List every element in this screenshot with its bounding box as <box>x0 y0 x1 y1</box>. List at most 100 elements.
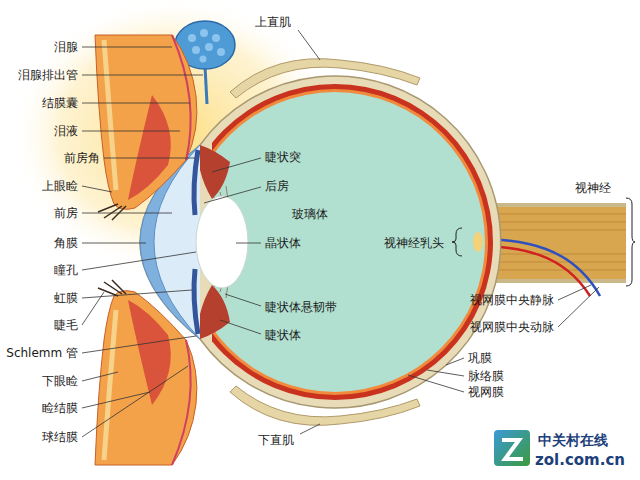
lower-eyelid <box>98 280 126 296</box>
iris <box>194 269 198 334</box>
part-label: 巩膜 <box>468 351 492 365</box>
leader-lines <box>220 320 261 334</box>
part-label: 瞳孔 <box>54 263 78 277</box>
part-label: 睫状突 <box>265 150 301 164</box>
part-label: 前房角 <box>64 151 100 165</box>
part-label: 球结膜 <box>42 430 78 444</box>
leader-lines <box>558 285 591 300</box>
part-label: 睑结膜 <box>42 401 78 415</box>
leader-lines <box>558 287 599 327</box>
leader-lines <box>446 358 464 365</box>
part-label: 虹膜 <box>54 291 78 305</box>
leader-lines <box>82 392 150 408</box>
leader-lines <box>298 30 320 60</box>
superior-rectus <box>230 59 420 98</box>
leader-lines <box>82 30 599 437</box>
leader-lines <box>82 47 172 48</box>
lacrimal-gland <box>212 34 220 42</box>
leader-lines <box>82 213 172 214</box>
lower-eyelid <box>95 280 197 465</box>
leader-lines <box>236 243 261 244</box>
part-label: 脉络膜 <box>468 369 504 383</box>
part-label: 后房 <box>265 179 289 193</box>
part-label: 下直肌 <box>258 433 294 447</box>
lacrimal-gland <box>192 46 200 54</box>
part-label: 睫状体 <box>265 328 301 342</box>
part-label: 晶状体 <box>265 236 301 250</box>
inferior-rectus <box>230 386 420 425</box>
part-label: 玻璃体 <box>292 207 328 221</box>
lacrimal-gland <box>200 29 208 37</box>
watermark: 中关村在线 <box>538 433 608 447</box>
watermark: zol.com.cn <box>535 453 625 467</box>
leader-lines <box>82 372 118 381</box>
upper-eyelid <box>104 40 116 190</box>
part-label: 视网膜中央静脉 <box>470 293 554 307</box>
leader-lines <box>212 158 261 172</box>
bracket <box>452 228 462 256</box>
upper-eyelid <box>172 35 191 160</box>
bracket <box>626 198 635 286</box>
part-label: 睫状体悬韧带 <box>265 300 337 314</box>
leader-lines <box>82 252 196 270</box>
lower-eyelid <box>95 291 197 465</box>
leader-lines <box>82 103 190 104</box>
lacrimal-gland <box>188 34 196 42</box>
part-label: 下眼睑 <box>42 374 78 388</box>
leader-lines <box>204 187 261 203</box>
lacrimal-gland <box>188 29 225 63</box>
part-label: Schlemm 管 <box>6 346 78 360</box>
lens <box>196 196 248 288</box>
leader-lines <box>82 366 188 437</box>
part-label: 结膜囊 <box>42 96 78 110</box>
leader-lines <box>82 290 192 298</box>
eyeball <box>212 84 493 400</box>
part-label: 上眼睑 <box>42 179 78 193</box>
part-label: 上直肌 <box>255 15 291 29</box>
watermark-logo <box>494 430 530 466</box>
part-label: 视神经乳头 <box>384 236 444 250</box>
lower-eyelid <box>172 340 191 465</box>
part-label: 泪腺 <box>54 40 78 54</box>
choroid <box>212 84 493 400</box>
lower-eyelid <box>112 280 126 294</box>
leader-lines <box>82 292 104 325</box>
upper-eyelid <box>95 35 197 209</box>
upper-eyelid <box>128 95 171 200</box>
leader-lines <box>225 294 261 306</box>
upper-eyelid <box>98 204 126 220</box>
part-label: 前房 <box>54 206 78 220</box>
leader-lines <box>427 370 464 376</box>
part-label: 视神经 <box>575 181 611 195</box>
part-label: 视网膜 <box>468 385 504 399</box>
optic-disc <box>473 232 483 252</box>
leader-lines <box>82 186 112 192</box>
leader-lines <box>300 424 320 434</box>
upper-eyelid <box>95 35 197 220</box>
part-label: 视网膜中央动脉 <box>470 320 554 334</box>
leader-lines <box>104 158 195 159</box>
part-label: 睫毛 <box>54 318 78 332</box>
lacrimal-gland <box>200 56 207 63</box>
lacrimal-gland <box>205 43 213 51</box>
leader-lines <box>82 131 180 132</box>
leader-lines <box>408 375 464 392</box>
leader-lines <box>82 336 196 353</box>
lower-eyelid <box>128 300 171 405</box>
lower-eyelid <box>104 310 116 460</box>
ciliary-body <box>200 145 230 199</box>
lacrimal-gland <box>217 48 225 56</box>
leader-lines <box>82 75 203 76</box>
watermark-logo <box>501 438 523 461</box>
watermark-logo <box>494 430 530 466</box>
part-label: 泪腺排出管 <box>18 68 78 82</box>
part-label: 泪液 <box>54 124 78 138</box>
vitreous-body <box>212 92 485 392</box>
iris <box>194 150 198 215</box>
retina <box>212 89 488 395</box>
part-label: 角膜 <box>54 236 78 250</box>
ciliary-body <box>200 285 230 339</box>
